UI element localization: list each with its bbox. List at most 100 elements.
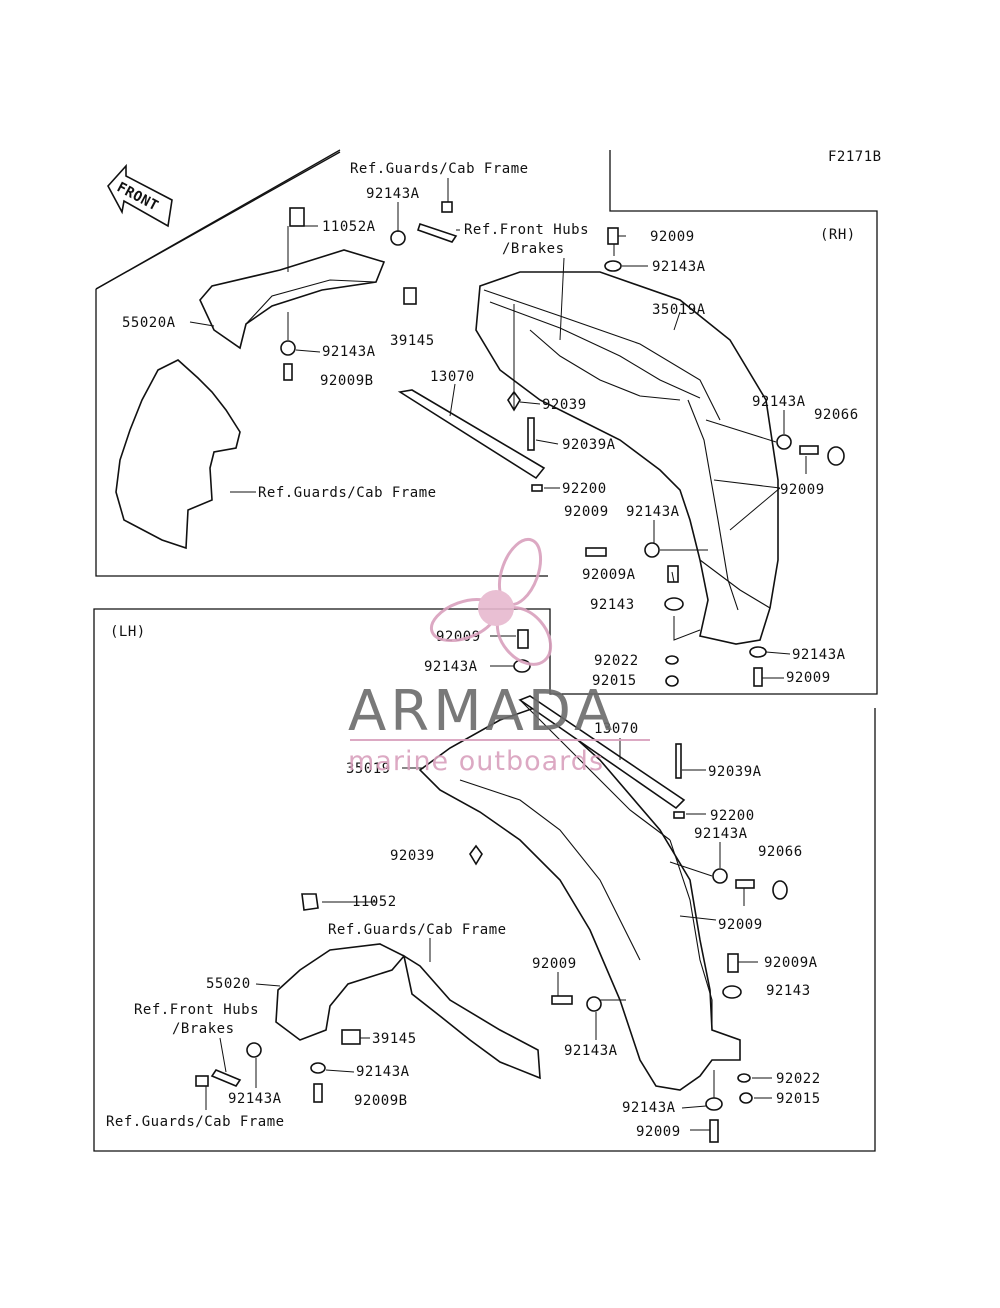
lh-cap-92066-icon — [772, 880, 788, 900]
lh-nut-92200-icon — [673, 811, 685, 819]
rh-label-92022: 92022 — [594, 653, 639, 669]
rh-section-tag: (RH) — [820, 227, 856, 243]
lh-ref-front-hubs-1: Ref.Front Hubs — [134, 1002, 259, 1018]
lh-label-92143A-b: 92143A — [694, 826, 748, 842]
diagram-code: F2171B — [828, 149, 882, 165]
rh-ref-front-hubs-1: Ref.Front Hubs — [464, 222, 589, 238]
rh-strip-13070 — [397, 389, 546, 480]
lh-label-92009B: 92009B — [354, 1093, 408, 1109]
rh-bolt-92009A-icon — [667, 565, 679, 583]
rh-ref-hubs-clip-icon — [416, 222, 458, 243]
rh-nut-92143A-icon — [280, 340, 296, 356]
rh-nut-92143A-4-icon — [644, 542, 660, 558]
rh-leaders — [189, 178, 807, 679]
rh-label-92009-4: 92009 — [786, 670, 831, 686]
propeller-logo-icon — [429, 537, 553, 666]
lh-bolt-92009B-icon — [313, 1083, 323, 1103]
lh-bolt-ref-icon — [195, 1075, 209, 1087]
rh-cover-55020A — [199, 249, 386, 350]
lh-ref-guards-a: Ref.Guards/Cab Frame — [328, 922, 507, 938]
lh-label-11052: 11052 — [352, 894, 397, 910]
rh-grommet-92143A-3-icon — [776, 434, 792, 450]
lh-hardware — [195, 629, 788, 1143]
watermark: ARMADA marine outboards — [348, 537, 650, 777]
lh-label-92039: 92039 — [390, 848, 435, 864]
rh-label-92143A-6: 92143A — [792, 647, 846, 663]
lh-washer-92022-icon — [737, 1073, 751, 1083]
rh-fender-35019A — [475, 271, 779, 645]
rh-bolt-ref-icon — [441, 201, 453, 213]
lh-strip-13070 — [518, 695, 686, 810]
lh-ref-hubs-clip-icon — [210, 1069, 242, 1087]
lh-label-55020: 55020 — [206, 976, 251, 992]
rh-ref-front-hubs-2: /Brakes — [502, 241, 565, 257]
lh-label-35019: 35019 — [346, 761, 391, 777]
lh-label-13070: 13070 — [594, 721, 639, 737]
rh-nut-92143A-5-icon — [749, 646, 767, 658]
rh-label-92143: 92143 — [590, 597, 635, 613]
lh-label-92022: 92022 — [776, 1071, 821, 1087]
rh-hardware — [280, 201, 845, 687]
rh-label-92039A: 92039A — [562, 437, 616, 453]
lh-nut-92143A-5-icon — [705, 1097, 723, 1111]
rh-grommet-92143-icon — [664, 597, 684, 611]
rh-label-92009-top: 92009 — [650, 229, 695, 245]
rh-label-55020A: 55020A — [122, 315, 176, 331]
rh-label-92015: 92015 — [592, 673, 637, 689]
lh-label-92143A-c: 92143A — [564, 1043, 618, 1059]
lh-bracket-11052-icon — [301, 893, 319, 911]
rh-ref-guards-top: Ref.Guards/Cab Frame — [350, 161, 529, 177]
lh-grommet-92143A-3-icon — [246, 1042, 262, 1058]
lh-label-92009-d: 92009 — [636, 1124, 681, 1140]
lh-bolt-92009A-icon — [727, 953, 739, 973]
rh-nut-92200-icon — [531, 484, 543, 492]
lh-clip-39145-icon — [341, 1029, 361, 1045]
lh-label-92009A: 92009A — [764, 955, 818, 971]
lh-section-tag: (LH) — [110, 624, 146, 640]
rh-cap-92066-icon — [827, 446, 845, 466]
rh-bolt-92009B-icon — [283, 363, 293, 381]
rh-label-92009-2: 92009 — [780, 482, 825, 498]
rh-label-35019A: 35019A — [652, 302, 706, 318]
lh-clip-92039-icon — [469, 844, 483, 866]
rh-bracket-11052A-icon — [289, 207, 305, 227]
rh-clip-39145-icon — [403, 287, 417, 305]
rh-label-92066: 92066 — [814, 407, 859, 423]
lh-label-92066: 92066 — [758, 844, 803, 860]
lh-guard-plate — [402, 954, 541, 1080]
lh-label-92143A-a: 92143A — [424, 659, 478, 675]
lh-nut-92143A-2-icon — [586, 996, 602, 1012]
rh-label-11052A: 11052A — [322, 219, 376, 235]
rh-label-92009A: 92009A — [582, 567, 636, 583]
rh-label-92143A-4: 92143A — [752, 394, 806, 410]
rh-bolt-92009-3-icon — [585, 547, 607, 557]
rh-label-92200: 92200 — [562, 481, 607, 497]
rh-grommet-92143A-icon — [390, 230, 406, 246]
rh-bolt-92009-2-icon — [799, 445, 819, 455]
rh-ref-guards-mid: Ref.Guards/Cab Frame — [258, 485, 437, 501]
lh-label-92009-c: 92009 — [532, 956, 577, 972]
rh-label-92009B: 92009B — [320, 373, 374, 389]
lh-grommet-92143A-icon — [712, 868, 728, 884]
lh-rivet-92039A-icon — [675, 743, 682, 779]
rh-bolt-92009-icon — [607, 227, 619, 245]
lh-label-92143A-d: 92143A — [356, 1064, 410, 1080]
lh-ref-guards-b: Ref.Guards/Cab Frame — [106, 1114, 285, 1130]
rh-labels: Ref.Guards/Cab Frame 92143A 11052A Ref.F… — [122, 161, 859, 689]
watermark-brand: ARMADA — [348, 679, 616, 744]
lh-label-92143A-f: 92143A — [622, 1100, 676, 1116]
rh-guard-plate — [115, 359, 241, 550]
lh-ref-front-hubs-2: /Brakes — [172, 1021, 235, 1037]
lh-label-92143: 92143 — [766, 983, 811, 999]
lh-grommet-92143-icon — [722, 985, 742, 999]
rh-label-92143A-2: 92143A — [652, 259, 706, 275]
lh-bolt-92009-2-icon — [735, 879, 755, 889]
rh-label-92143A-5: 92143A — [626, 504, 680, 520]
lh-fender-35019 — [418, 705, 741, 1091]
lh-label-92200: 92200 — [710, 808, 755, 824]
lh-bolt-92009-icon — [517, 629, 529, 649]
lh-label-92015: 92015 — [776, 1091, 821, 1107]
lh-cover-55020 — [275, 943, 406, 1041]
watermark-tagline: marine outboards — [348, 746, 604, 777]
